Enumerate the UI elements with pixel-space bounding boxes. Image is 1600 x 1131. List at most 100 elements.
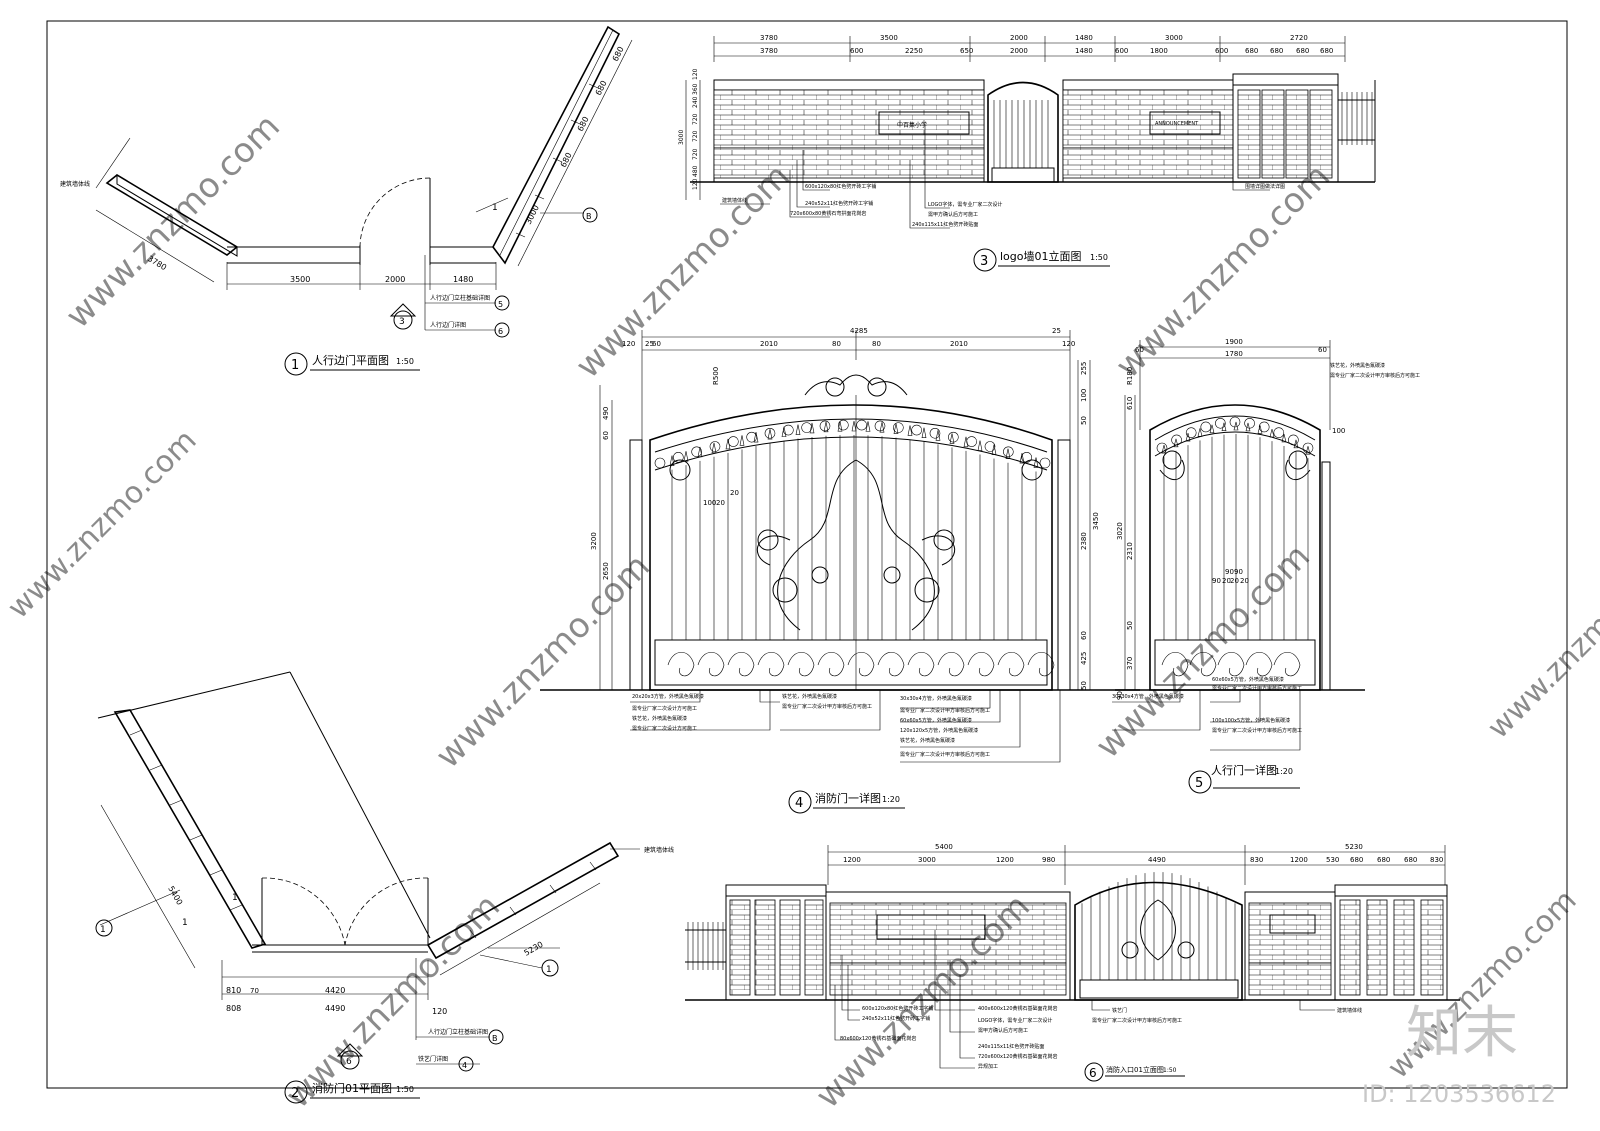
watermark-site-4: www.znzmo.com	[1, 423, 204, 626]
plan1-dim-680d: 680	[611, 45, 626, 63]
detail4-dims-inner-1: 20	[716, 499, 725, 507]
detail5-dims-top-0: 1900	[1225, 338, 1243, 346]
elev6-notes-0: 600x120x80红色劈开砖工字铺	[862, 1005, 933, 1012]
plan2-mark-4: 4	[462, 1061, 467, 1070]
detail4-dims-top-7: 80	[872, 340, 881, 348]
plan2-dim-4490: 4490	[325, 1004, 345, 1013]
plan1-mark-1: 1	[492, 203, 498, 213]
plan2-mark-1: 1	[100, 925, 106, 935]
plan2-mark-1d: 1	[182, 918, 188, 928]
detail4-dims-top-3: 120	[622, 340, 635, 348]
elev6-notes-5: 需甲方确认后方可施工	[978, 1027, 1028, 1034]
watermark-id: ID: 1203536612	[1362, 1080, 1556, 1108]
elev3-notes-5: 240x115x11红色劈开砖贴面	[912, 221, 978, 228]
plan2-scale: 1:50	[396, 1085, 414, 1094]
detail4-dims-left-1: 2650	[602, 562, 610, 580]
detail5-dims-left-0: 3020	[1116, 522, 1124, 540]
detail5-dims-left-4: 370	[1126, 657, 1134, 670]
elev6-dims-top2-10: 830	[1430, 856, 1443, 864]
detail4-notes-3: 需专业厂家二次设计方可施工	[632, 725, 697, 732]
plan2-mark-b: B	[492, 1034, 498, 1043]
plan2-dim-4420: 4420	[325, 986, 345, 995]
detail5-dims-inner-5: 90	[1234, 568, 1243, 576]
elev3-dims-left-0: 120	[692, 68, 699, 80]
elev3-scale: 1:50	[1090, 253, 1108, 262]
elev3-dims-top1-3: 1480	[1075, 34, 1093, 42]
elev3-notes: 600x120x80红色劈开砖工字铺240x52x11红色劈开砖工字铺720x6…	[722, 183, 1285, 228]
detail5-dims-right-0: 100	[1332, 427, 1345, 435]
elev3-dims-top1-5: 2720	[1290, 34, 1308, 42]
detail4-notes-6: 30x30x4方管，外喷黑色氟碳漆	[900, 695, 972, 702]
elev3-dims-top1-0: 3780	[760, 34, 778, 42]
detail5-dims-left-1: 2310	[1126, 542, 1134, 560]
elev3-dims-left-3: 720	[692, 113, 699, 125]
detail5-dims-inner-2: 20	[1230, 577, 1239, 585]
detail4-notes: 20x20x3方管，外喷黑色氟碳漆需专业厂家二次设计方可施工铁艺花，外喷黑色氟碳…	[632, 693, 990, 758]
elev6-notes-11: 建筑墙体线	[1337, 1007, 1362, 1014]
elev3-dims-top2-12: 680	[1320, 47, 1333, 55]
plan2-mark-1c: 1	[232, 893, 238, 903]
plan2-note-2: 铁艺门详图	[418, 1055, 448, 1063]
elev3-dims-left-6: 480	[692, 165, 699, 177]
elev6-notes: 600x120x80红色劈开砖工字铺240x52x11红色劈开砖工字铺80x60…	[840, 1005, 1362, 1070]
detail4-notes-10: 铁艺花，外喷黑色氟碳漆	[900, 737, 955, 744]
elev3-dims-top1-4: 3000	[1165, 34, 1183, 42]
elev3-notes-2: 720x600x80黄锈石弯拱面花岗岩	[790, 210, 866, 217]
detail4-dims-top-2: 2010	[950, 340, 968, 348]
detail4-dims-right-6: 425	[1080, 652, 1088, 665]
detail5-notes: 铁艺花，外喷黑色氟碳漆需专业厂家二次设计甲方审核后方可施工60x60x5方管，外…	[1112, 362, 1420, 734]
watermark-site-3: www.znzmo.com	[1108, 156, 1338, 386]
detail4-dims-inner-0: 100	[703, 499, 716, 507]
detail5-notes-5: 100x100x5方管，外喷黑色氟碳漆	[1212, 717, 1290, 724]
detail5-dims-inner-3: 20	[1240, 577, 1249, 585]
plan2-dim-5230: 5230	[523, 940, 545, 958]
elev3-notes-6: 围墙详图做法详图	[1245, 183, 1285, 190]
elev6-dims-top2-8: 680	[1377, 856, 1390, 864]
detail4-dims-right-7: 50	[1080, 681, 1088, 690]
detail5-notes-2: 60x60x5方管，外喷黑色氟碳漆	[1212, 676, 1284, 683]
detail5-dims-left-5: 90	[1116, 691, 1124, 700]
elev3-dims-left-8: 3000	[678, 130, 685, 145]
elev3-dims-top2-0: 3780	[760, 47, 778, 55]
elev3-sign: 中百集小学	[897, 121, 927, 129]
elev3-dims-left-2: 240	[692, 96, 699, 108]
watermark-logo: 知末	[1406, 1001, 1518, 1066]
elev3-dims-left-4: 720	[692, 130, 699, 142]
detail4-dims-left-2: 490	[602, 407, 610, 420]
detail4-dims-top-0: 4285	[850, 327, 868, 335]
plan1-mark-5: 5	[498, 300, 503, 309]
elev3-dims-top2-11: 680	[1296, 47, 1309, 55]
detail4-dims-top-9: 120	[1062, 340, 1075, 348]
plan1-mark-b: B	[586, 212, 592, 221]
detail4-dims-right-1: 2380	[1080, 532, 1088, 550]
detail5-dims-inner-1: 20	[1222, 577, 1231, 585]
watermark-site-5: www.znzmo.com	[428, 546, 658, 776]
detail4-dims-left-4: R500	[712, 367, 720, 385]
detail4-scale: 1:20	[882, 795, 900, 804]
elev3-notes-0: 600x120x80红色劈开砖工字铺	[805, 183, 876, 190]
elev3-dims-top2-5: 1480	[1075, 47, 1093, 55]
elev6-dims-top2-0: 1200	[843, 856, 861, 864]
elev6-dims-top2-3: 980	[1042, 856, 1055, 864]
detail4-dims-right-4: 50	[1080, 416, 1088, 425]
detail4-dims-inner-2: 20	[730, 489, 739, 497]
detail5-notes-1: 需专业厂家二次设计甲方审核后方可施工	[1330, 372, 1420, 379]
detail5-title: 人行门一详图	[1211, 763, 1277, 777]
elev6-dims-top2-4: 830	[1250, 856, 1263, 864]
detail5-title-num: 5	[1195, 776, 1203, 791]
elev3-drawing	[685, 36, 1376, 272]
detail4-dims-right-5: 60	[1080, 631, 1088, 640]
detail4-notes-9: 120x120x5方管，外喷黑色氟碳漆	[900, 727, 978, 734]
detail4-notes-8: 60x60x5方管，外喷黑色氟碳漆	[900, 717, 972, 724]
detail4-notes-0: 20x20x3方管，外喷黑色氟碳漆	[632, 693, 704, 700]
detail4-notes-11: 需专业厂家二次设计甲方审核后方可施工	[900, 751, 990, 758]
detail4-dims-right-3: 100	[1080, 389, 1088, 402]
detail4-dims-right-0: 3450	[1092, 512, 1100, 530]
plan2-dim-5400: 5400	[166, 885, 184, 907]
detail5-dims-left-2: 610	[1126, 397, 1134, 410]
elev3-dims-top2-3: 650	[960, 47, 973, 55]
plan2-dim-810: 810	[226, 986, 241, 995]
elev3-title-num: 3	[980, 254, 988, 269]
detail4-title: 消防门一详图	[815, 791, 881, 805]
